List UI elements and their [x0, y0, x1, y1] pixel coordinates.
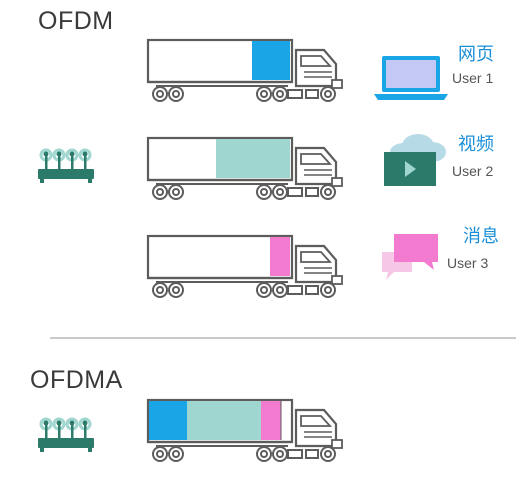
router-icon — [36, 145, 96, 185]
user-3-en-label: User 3 — [447, 255, 489, 271]
payload-segment-user-1 — [149, 401, 187, 440]
router-icon — [36, 414, 96, 454]
truck-user-3 — [146, 234, 346, 300]
payload-user-3 — [270, 237, 290, 276]
chat-bubbles-icon — [380, 228, 444, 284]
payload-segment-user-3 — [261, 401, 281, 440]
laptop-icon — [374, 54, 450, 102]
truck-ofdma — [146, 398, 346, 464]
section-divider — [50, 337, 516, 339]
payload-segment-user-2 — [187, 401, 261, 440]
user-1-en-label: User 1 — [452, 70, 494, 86]
truck-user-2 — [146, 136, 346, 202]
ofdma-title: OFDMA — [30, 366, 123, 394]
user-2-en-label: User 2 — [452, 163, 494, 179]
user-3-cn-label: 消息 — [463, 226, 499, 246]
user-2-cn-label: 视频 — [458, 134, 494, 154]
video-cloud-icon — [380, 130, 450, 190]
payload-user-2 — [216, 139, 290, 178]
user-1-cn-label: 网页 — [458, 44, 494, 64]
truck-user-1 — [146, 38, 346, 104]
ofdm-title: OFDM — [38, 7, 114, 35]
